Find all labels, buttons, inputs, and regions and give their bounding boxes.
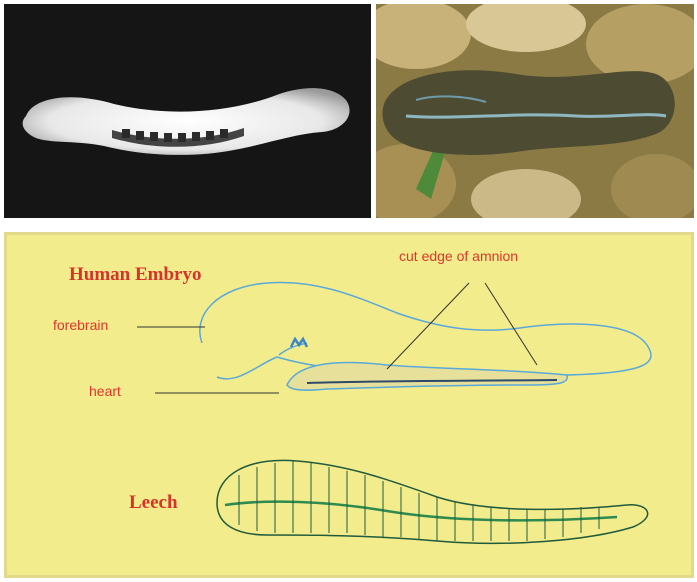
leech-outline [217,460,648,543]
embryo-outline [200,282,651,378]
embryo-photo [4,4,371,218]
human-embryo-title: Human Embryo [69,264,202,286]
diagram-panel: Human Embryo cut edge of amnion forebrai… [4,232,694,578]
forebrain-label: forebrain [53,317,108,333]
leech-title: Leech [129,492,178,514]
heart-label: heart [89,383,121,399]
embryo-body [287,362,567,390]
leech-photo [376,4,694,218]
amnion-label: cut edge of amnion [399,248,518,264]
